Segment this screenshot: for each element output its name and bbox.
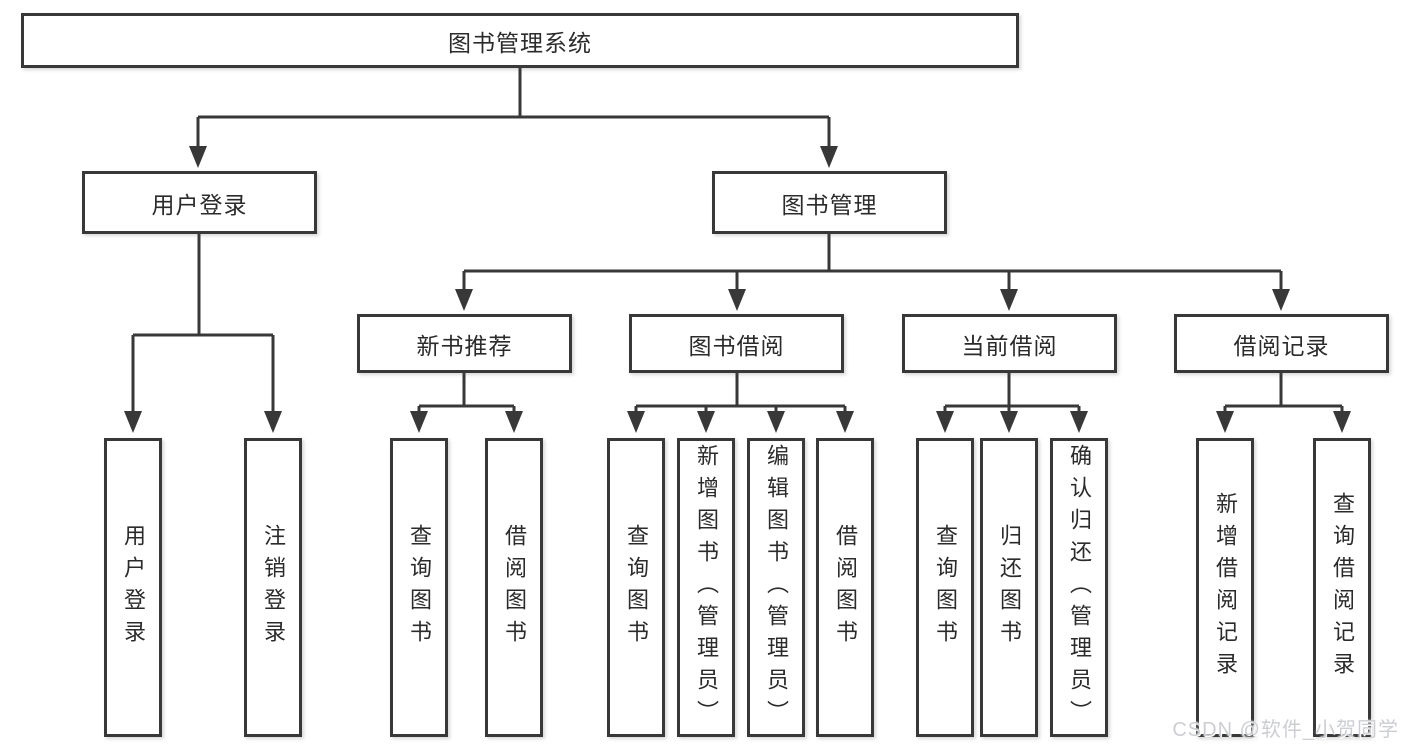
node-root: 图书管理系统	[21, 13, 1019, 68]
arrowhead	[836, 411, 854, 433]
leaf-recommend-query-book: 查询图书	[390, 438, 448, 737]
arrowhead	[728, 289, 746, 311]
edge-root-to-level2	[189, 68, 838, 168]
edge-current-children	[936, 373, 1088, 433]
arrowhead	[455, 289, 473, 311]
arrowhead	[505, 411, 523, 433]
leaf-add-book-admin: 新增图书（管理员）	[677, 438, 735, 737]
arrowhead	[1000, 289, 1018, 311]
node-borrow-records: 借阅记录	[1174, 314, 1389, 373]
leaf-return-book: 归还图书	[980, 438, 1038, 737]
arrowhead	[264, 411, 282, 433]
edge-records-children	[1216, 373, 1351, 433]
leaf-recommend-borrow-book: 借阅图书	[485, 438, 543, 737]
leaf-borrow-book: 借阅图书	[816, 438, 874, 737]
arrowhead	[1070, 411, 1088, 433]
leaf-user-login: 用户登录	[104, 438, 162, 737]
node-book-borrow: 图书借阅	[629, 314, 844, 373]
edge-borrow-children	[627, 373, 854, 433]
arrowhead	[1216, 411, 1234, 433]
arrowhead	[697, 411, 715, 433]
arrowhead	[189, 146, 207, 168]
arrowhead	[124, 411, 142, 433]
leaf-logout: 注销登录	[244, 438, 302, 737]
csdn-watermark: CSDN @软件_小贺同学	[1172, 719, 1399, 741]
leaf-borrow-query-book: 查询图书	[607, 438, 665, 737]
arrowhead	[1000, 411, 1018, 433]
node-book-management: 图书管理	[712, 171, 947, 234]
arrowhead	[1272, 289, 1290, 311]
arrowhead	[767, 411, 785, 433]
leaf-add-borrow-record: 新增借阅记录	[1196, 438, 1254, 737]
leaf-edit-book-admin: 编辑图书（管理员）	[747, 438, 805, 737]
node-user-login: 用户登录	[82, 171, 317, 234]
leaf-current-query-book: 查询图书	[916, 438, 974, 737]
arrowhead	[410, 411, 428, 433]
leaf-confirm-return-admin: 确认归还（管理员）	[1050, 438, 1108, 737]
arrowhead	[820, 146, 838, 168]
arrowhead	[1333, 411, 1351, 433]
node-current-borrow: 当前借阅	[902, 314, 1117, 373]
edge-book-mgmt-children	[455, 234, 1290, 311]
arrowhead	[936, 411, 954, 433]
edge-user-login-children	[124, 234, 282, 433]
leaf-query-borrow-record: 查询借阅记录	[1313, 438, 1371, 737]
edge-recommend-children	[410, 373, 523, 433]
node-new-book-recommend: 新书推荐	[357, 314, 572, 373]
arrowhead	[627, 411, 645, 433]
